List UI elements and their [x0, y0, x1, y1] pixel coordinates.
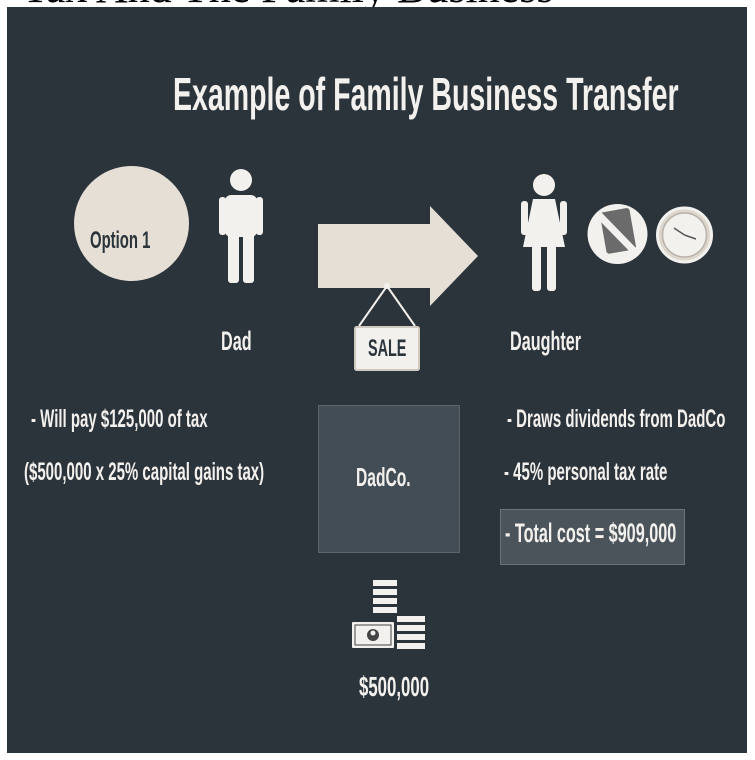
company-label: DadCo. — [356, 462, 411, 492]
option-badge — [74, 166, 189, 281]
sale-sign-hanger — [358, 283, 416, 327]
presentation-slide: Example of Family Business Transfer Opti… — [7, 7, 747, 753]
daughter-note-dividends: - Draws dividends from DadCo — [507, 405, 726, 433]
male-person-icon — [219, 169, 263, 283]
sale-label: SALE — [368, 335, 407, 362]
company-box — [318, 405, 460, 553]
dad-note-calculation: ($500,000 x 25% capital gains tax) — [24, 458, 265, 486]
dad-note-tax: - Will pay $125,000 of tax — [31, 405, 208, 433]
option-label: Option 1 — [90, 227, 151, 254]
total-cost-label: - Total cost = $909,000 — [505, 518, 677, 548]
sale-sign — [354, 326, 420, 371]
clock-icon — [656, 206, 713, 264]
no-cash-icon — [587, 204, 648, 264]
daughter-label: Daughter — [510, 326, 582, 356]
total-cost-box — [500, 509, 685, 565]
money-stack-icon — [350, 580, 425, 650]
page-title: Tax And The Family Business — [22, 0, 553, 12]
amount-label: $500,000 — [359, 671, 430, 702]
arrow-icon — [318, 206, 478, 306]
slide-heading: Example of Family Business Transfer — [173, 68, 679, 120]
female-person-icon — [521, 174, 567, 291]
daughter-note-tax-rate: - 45% personal tax rate — [504, 458, 668, 486]
dad-label: Dad — [221, 326, 252, 356]
